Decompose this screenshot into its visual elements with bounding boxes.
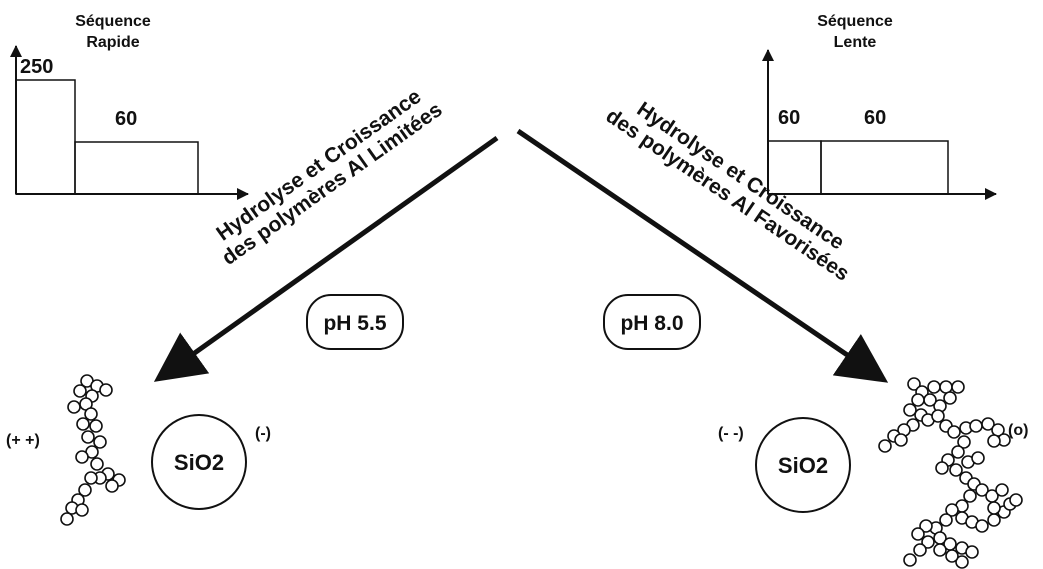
right-polymer-monomer xyxy=(987,513,1001,527)
right-polymer-monomer xyxy=(939,380,953,394)
left-polymer-monomer xyxy=(90,457,104,471)
right-sio2-particle: SiO2 (- -) xyxy=(718,417,851,513)
left-sio2-particle: SiO2 (-) xyxy=(151,414,271,510)
left-polymer-monomer xyxy=(105,479,119,493)
left-polymer-charge: (+ +) xyxy=(6,432,40,449)
right-polymer-monomer xyxy=(951,380,965,394)
left-polymer-monomer xyxy=(75,503,89,517)
left-arrow-label-line1: Hydrolyse et Croissance xyxy=(212,85,425,246)
left-polymer-monomer xyxy=(75,450,89,464)
right-polymer-monomer xyxy=(951,445,965,459)
right-arrow-label-line2: des polymères Al Favorisées xyxy=(602,104,854,285)
left-arrow-label: Hydrolyse et Croissance des polymères Al… xyxy=(212,85,447,270)
right-polymer-monomer xyxy=(945,549,959,563)
right-polymer-charge: (o) xyxy=(1008,422,1028,439)
right-polymer-monomer xyxy=(943,391,957,405)
left-polymer-monomer xyxy=(99,383,113,397)
left-chart-bar-2 xyxy=(74,141,199,195)
left-ph-label: pH 5.5 xyxy=(323,312,386,335)
left-polymer-monomer xyxy=(84,471,98,485)
right-polymer-monomer xyxy=(907,377,921,391)
right-polymer-monomer xyxy=(969,419,983,433)
left-polymer-monomer xyxy=(93,435,107,449)
left-sequence-chart: Séquence Rapide 250 60 xyxy=(10,13,249,200)
right-sio2-charge: (- -) xyxy=(718,425,744,442)
left-polymer-monomer xyxy=(76,417,90,431)
right-polymer-monomer xyxy=(894,433,908,447)
right-polymer-monomer xyxy=(935,461,949,475)
right-polymer-monomer xyxy=(987,501,1001,515)
left-sio2-label: SiO2 xyxy=(174,450,224,475)
right-polymer-monomer xyxy=(903,553,917,567)
right-polymer-monomer xyxy=(995,483,1009,497)
right-polymer-monomer xyxy=(981,417,995,431)
left-chart-bar-1-value: 250 xyxy=(20,56,53,78)
left-chart-bar-2-value: 60 xyxy=(115,108,137,130)
right-chart-bar-2-value: 60 xyxy=(864,107,886,129)
right-polymer-monomer xyxy=(931,409,945,423)
left-polymer-monomer xyxy=(89,419,103,433)
right-chart-title-line1: Séquence xyxy=(817,13,893,30)
right-sio2-label: SiO2 xyxy=(778,453,828,478)
left-polymer-monomer xyxy=(78,483,92,497)
right-main-arrow xyxy=(516,128,889,383)
left-main-arrow xyxy=(153,135,499,382)
right-polymer-monomer xyxy=(903,403,917,417)
left-sio2-charge: (-) xyxy=(255,425,271,442)
left-arrow-label-line2: des polymères Al Limitées xyxy=(218,98,447,270)
right-polymer-monomer xyxy=(947,425,961,439)
left-chart-title-line1: Séquence xyxy=(75,13,151,30)
right-chart-bar-1-value: 60 xyxy=(778,107,800,129)
right-ph-badge: pH 8.0 xyxy=(603,294,701,350)
right-polymer-monomer xyxy=(975,519,989,533)
right-polymer-monomer xyxy=(911,393,925,407)
right-polymer-monomer xyxy=(913,543,927,557)
right-polymer-monomer xyxy=(975,483,989,497)
left-polymer-monomer xyxy=(81,430,95,444)
left-polymer-monomer xyxy=(67,400,81,414)
right-polymer-monomer xyxy=(933,543,947,557)
right-polymer-monomer xyxy=(955,555,969,569)
left-chart-bar-1 xyxy=(15,79,76,195)
left-chart-title-line2: Rapide xyxy=(86,34,139,51)
right-chart-title-line2: Lente xyxy=(834,34,877,51)
left-ph-badge: pH 5.5 xyxy=(306,294,404,350)
left-polymer-monomer xyxy=(60,512,74,526)
left-polymer-chain xyxy=(60,374,126,526)
right-polymer-monomer xyxy=(971,451,985,465)
right-polymer-chain xyxy=(878,377,1023,569)
right-polymer-monomer xyxy=(1009,493,1023,507)
right-polymer-monomer xyxy=(919,519,933,533)
right-polymer-monomer xyxy=(921,535,935,549)
right-polymer-monomer xyxy=(927,380,941,394)
right-chart-bar-2 xyxy=(820,140,949,195)
right-polymer-monomer xyxy=(923,393,937,407)
right-polymer-monomer xyxy=(939,513,953,527)
right-polymer-monomer xyxy=(963,489,977,503)
right-sequence-chart: Séquence Lente 60 60 xyxy=(762,13,997,200)
right-polymer-monomer xyxy=(965,545,979,559)
left-polymer-monomer xyxy=(84,407,98,421)
right-polymer-monomer xyxy=(949,463,963,477)
right-polymer-monomer xyxy=(957,435,971,449)
right-polymer-monomer xyxy=(945,503,959,517)
right-polymer-monomer xyxy=(878,439,892,453)
left-polymer-monomer xyxy=(73,384,87,398)
right-polymer-monomer xyxy=(987,434,1001,448)
right-polymer-monomer xyxy=(911,527,925,541)
right-arrow-label: Hydrolyse et Croissance des polymères Al… xyxy=(602,98,854,286)
right-ph-label: pH 8.0 xyxy=(620,312,683,335)
